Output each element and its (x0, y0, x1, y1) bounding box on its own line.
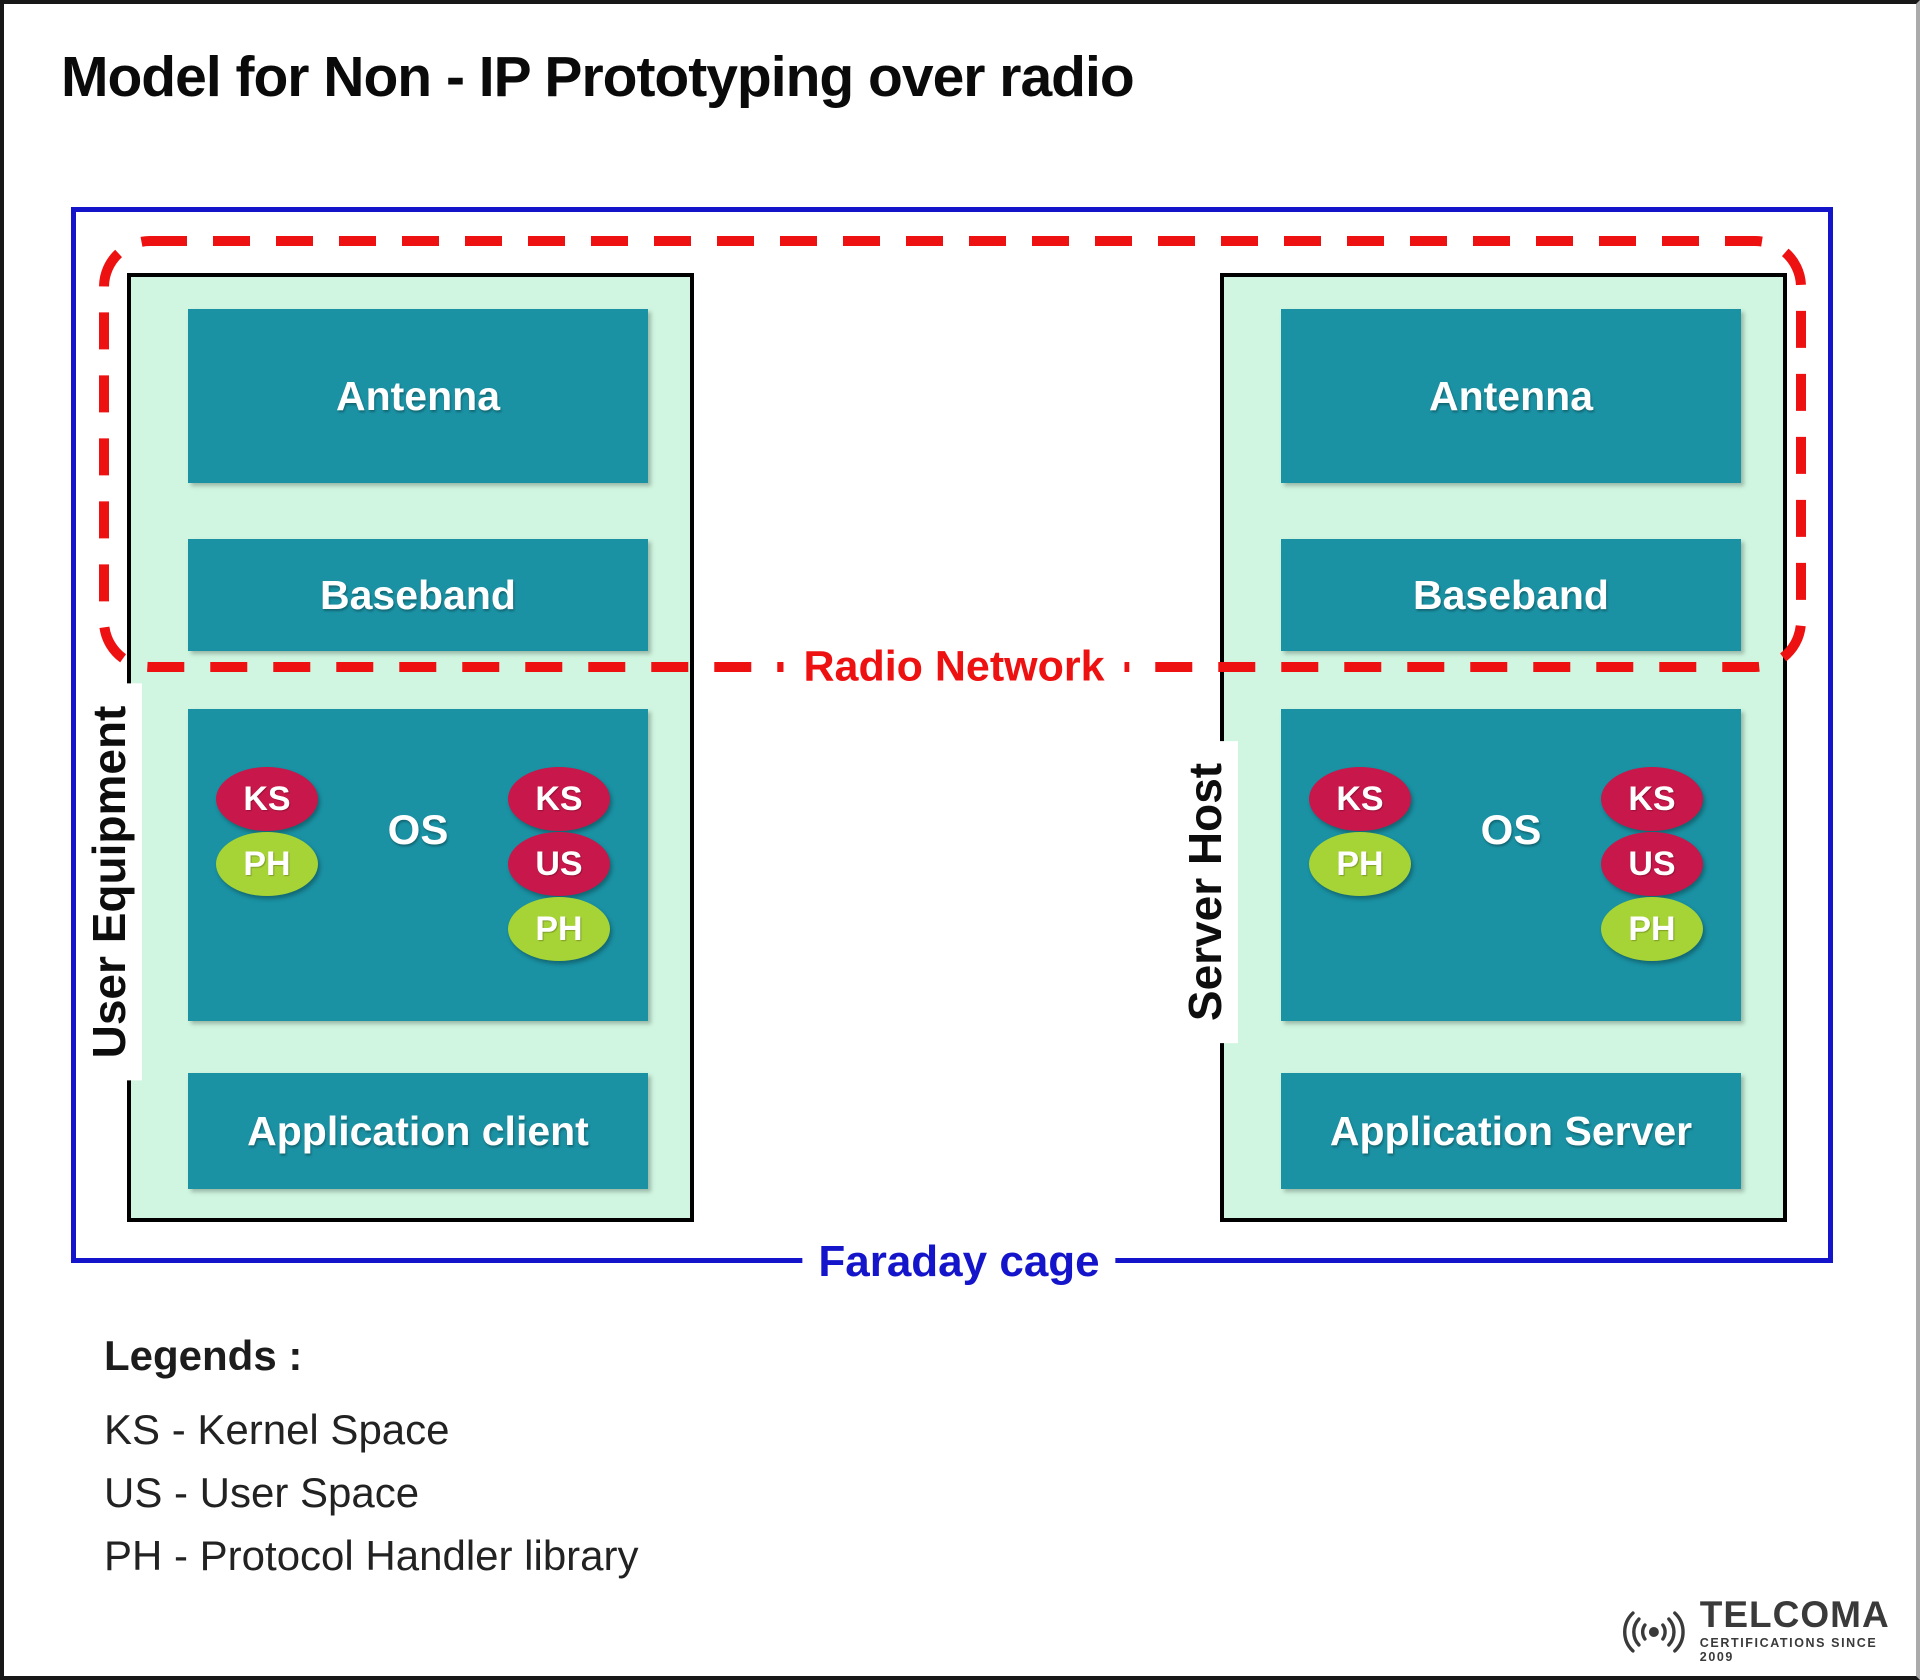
ue-baseband-label: Baseband (320, 571, 516, 618)
server-application-label: Application Server (1329, 1107, 1693, 1154)
server-protocol-handler-oval: PH (1309, 832, 1411, 896)
server-kernel-space-oval: KS (1309, 767, 1411, 831)
legend-item-ks: KS - Kernel Space (104, 1406, 450, 1453)
radio-waves-icon (1623, 1611, 1685, 1653)
logo-tagline: CERTIFICATIONS SINCE 2009 (1699, 1636, 1878, 1664)
ue-kernel-space-oval: KS (216, 767, 318, 831)
user-equipment-side-label: User Equipment (76, 683, 142, 1081)
logo-text: TELCOMA CERTIFICATIONS SINCE 2009 (1700, 1596, 1916, 1664)
server-user-space-oval: US (1601, 832, 1703, 896)
ue-application-label: Application client (247, 1107, 589, 1154)
ue-protocol-handler-oval-2: PH (508, 897, 610, 961)
ue-application-box: Application client (188, 1073, 648, 1189)
legend: Legends : KS - Kernel Space US - User Sp… (104, 1332, 639, 1595)
ue-antenna-box: Antenna (188, 309, 648, 483)
ue-user-space-oval: US (508, 832, 610, 896)
telcoma-logo: TELCOMA CERTIFICATIONS SINCE 2009 (1616, 1596, 1916, 1664)
ue-baseband-box: Baseband (188, 539, 648, 651)
ue-kernel-space-oval-2: KS (508, 767, 610, 831)
server-os-label: OS (1480, 806, 1542, 853)
server-application-box: Application Server (1281, 1073, 1741, 1189)
server-os-box: OS KS PH KS US PH (1281, 709, 1741, 1021)
radio-network-label: Radio Network (783, 640, 1125, 694)
legend-heading: Legends : (104, 1332, 303, 1379)
server-antenna-box: Antenna (1281, 309, 1741, 483)
legend-item-ph: PH - Protocol Handler library (104, 1532, 639, 1579)
ue-os-box: OS KS PH KS US PH (188, 709, 648, 1021)
ue-antenna-label: Antenna (336, 372, 500, 419)
ue-os-label: OS (387, 806, 449, 853)
legend-item-us: US - User Space (104, 1469, 420, 1516)
server-antenna-label: Antenna (1429, 372, 1593, 419)
faraday-cage-label: Faraday cage (802, 1235, 1116, 1289)
server-host-block: Antenna Baseband OS KS PH KS US PH Appli… (1220, 273, 1787, 1222)
user-equipment-block: Antenna Baseband OS KS PH KS US PH Appli… (127, 273, 694, 1222)
page-title: Model for Non - IP Prototyping over radi… (61, 45, 1135, 109)
server-baseband-label: Baseband (1413, 571, 1609, 618)
ue-protocol-handler-oval: PH (216, 832, 318, 896)
server-baseband-box: Baseband (1281, 539, 1741, 651)
logo-brand: TELCOMA (1699, 1594, 1890, 1635)
server-host-side-label: Server Host (1172, 740, 1238, 1044)
server-protocol-handler-oval-2: PH (1601, 897, 1703, 961)
server-kernel-space-oval-2: KS (1601, 767, 1703, 831)
